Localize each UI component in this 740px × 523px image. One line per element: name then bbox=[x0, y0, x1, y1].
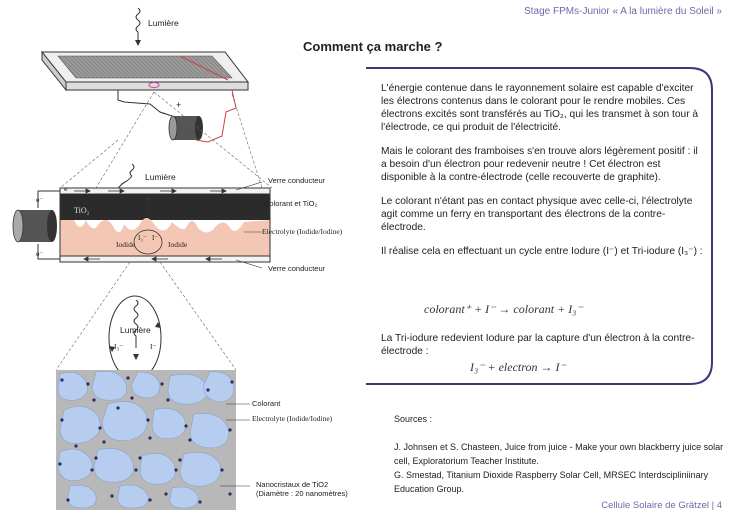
explanation-text: L'énergie contenue dans le rayonnement s… bbox=[381, 82, 703, 269]
label-lumiere-mid: Lumière bbox=[145, 172, 176, 182]
label-i3-circle: I₃⁻ bbox=[114, 342, 124, 351]
tio2-layer bbox=[60, 194, 270, 220]
electrolyte-layer bbox=[60, 218, 270, 256]
iodide-cycle-bottom bbox=[108, 295, 162, 381]
label-electron-3: e⁻ bbox=[36, 251, 44, 258]
equation-1: colorant⁺ + I⁻ → colorant + I₃⁻ bbox=[424, 302, 583, 316]
label-colorant-tio2: Colorant et TiO₂ bbox=[264, 199, 318, 208]
label-plus: + bbox=[176, 100, 182, 110]
header-stage: Stage FPMs-Junior « A la lumière du Sole… bbox=[524, 6, 722, 17]
paragraph-4: Il réalise cela en effectuant un cycle e… bbox=[381, 246, 703, 257]
label-i-circle: I⁻ bbox=[150, 342, 157, 351]
label-lumiere-top: Lumière bbox=[148, 18, 179, 28]
label-nanocristaux: Nanocristaux de TiO2 bbox=[256, 480, 329, 489]
label-colorant-bottom: Colorant bbox=[252, 399, 281, 408]
source-1: J. Johnsen et S. Chasteen, Juice from ju… bbox=[394, 442, 724, 466]
label-iodide-right: Iodide bbox=[168, 240, 188, 249]
page-title: Comment ça marche ? bbox=[303, 39, 443, 54]
label-electrolyte-mid: Electrolyte (Iodide/Iodine) bbox=[262, 227, 343, 236]
label-verre-bottom: Verre conducteur bbox=[268, 264, 326, 273]
label-electrolyte-bottom: Electrolyte (Iodide/Iodine) bbox=[252, 414, 333, 423]
meter-icon-mid bbox=[18, 210, 52, 242]
paragraph-1: L'énergie contenue dans le rayonnement s… bbox=[381, 83, 699, 133]
label-diametre: (Diamètre : 20 nanomètres) bbox=[256, 489, 348, 498]
sources-heading: Sources : bbox=[394, 414, 433, 424]
label-iodide-left: Iodide bbox=[116, 240, 136, 249]
light-wave-top bbox=[135, 7, 141, 42]
label-verre-top: Verre conducteur bbox=[268, 176, 326, 185]
label-electron-1: e⁻ bbox=[64, 186, 72, 193]
paragraph-5: La Tri-iodure redevient Iodure par la ca… bbox=[381, 333, 695, 357]
label-i3-mid: I₃⁻ bbox=[138, 234, 147, 242]
explanation-text-2: La Tri-iodure redevient Iodure par la ca… bbox=[381, 332, 703, 369]
label-tio2: TiO₂ bbox=[74, 206, 90, 215]
paragraph-3: Le colorant n'étant pas en contact physi… bbox=[381, 196, 693, 233]
footer-page: Cellule Solaire de Grätzel | 4 bbox=[601, 500, 722, 511]
equation-2: I₃⁻ + electron → I⁻ bbox=[470, 360, 566, 374]
label-electron-2: e⁻ bbox=[36, 197, 44, 204]
iodide-cycle-mid bbox=[133, 229, 163, 255]
label-minus: - bbox=[162, 108, 165, 118]
source-2: G. Smestad, Titanium Dioxide Raspberry S… bbox=[394, 470, 709, 494]
paragraph-2: Mais le colorant des framboises s'en tro… bbox=[381, 146, 698, 183]
sources: Sources : J. Johnsen et S. Chasteen, Jui… bbox=[394, 412, 734, 496]
label-i-mid: I⁻ bbox=[152, 234, 159, 242]
label-lumiere-circle: Lumière bbox=[120, 325, 151, 335]
